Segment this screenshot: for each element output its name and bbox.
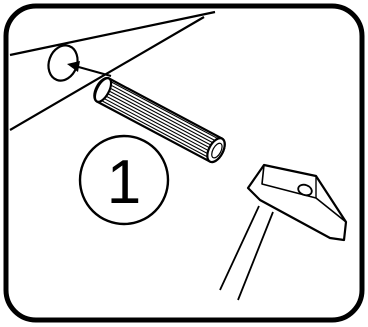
frame-border (3, 3, 365, 323)
step-number-circle (78, 134, 170, 226)
step-number: 1 (107, 148, 141, 217)
dowel-pin-icon (93, 76, 226, 164)
panel-edge (9, 10, 216, 131)
hammer-icon (219, 163, 348, 301)
insert-arrow-icon (67, 61, 112, 77)
